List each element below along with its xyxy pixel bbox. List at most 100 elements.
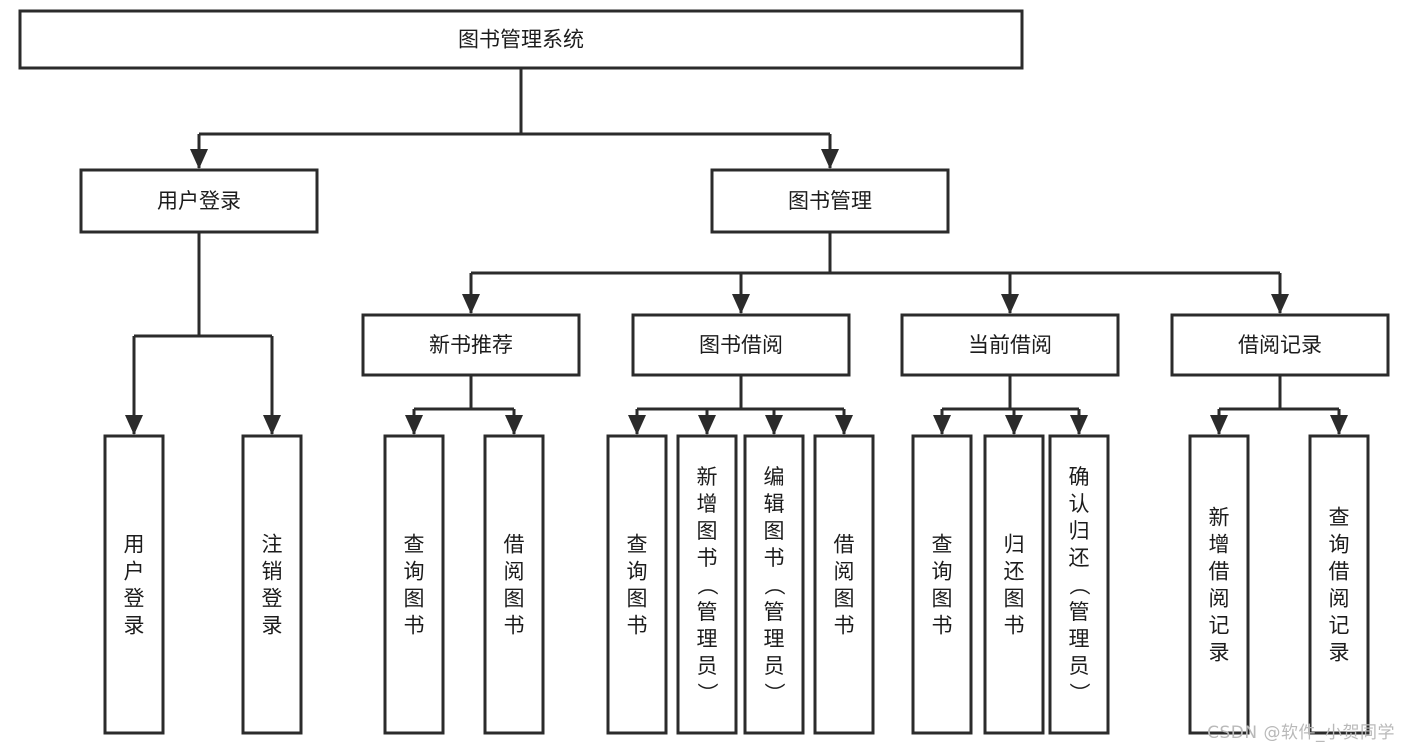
arrow-head xyxy=(1005,415,1023,435)
node-label-char: 阅 xyxy=(1209,587,1230,611)
arrow-head xyxy=(821,149,839,169)
node-label-char: 管 xyxy=(1069,600,1090,624)
node-rect[interactable] xyxy=(18,9,1024,70)
node-rect[interactable] xyxy=(103,434,165,735)
node-rect[interactable] xyxy=(1308,434,1370,735)
node-label-char: 辑 xyxy=(764,492,785,516)
node-level3-借阅记录[interactable]: 借阅记录 xyxy=(1170,313,1390,377)
node-level2-用户登录[interactable]: 用户登录 xyxy=(79,168,319,234)
node-label-char: 询 xyxy=(1329,533,1350,557)
node-label-char: 查 xyxy=(404,533,425,557)
node-label-char: 记 xyxy=(1329,614,1350,638)
node-label: 新书推荐 xyxy=(429,333,513,357)
arrow-head xyxy=(765,415,783,435)
node-rect[interactable] xyxy=(1170,313,1390,377)
arrow-head xyxy=(405,415,423,435)
node-label-char: 借 xyxy=(834,533,855,557)
arrow-head xyxy=(1001,294,1019,314)
node-label-char: 借 xyxy=(1209,560,1230,584)
node-label-char: 图 xyxy=(504,587,525,611)
node-label-char: 登 xyxy=(124,587,145,611)
node-label: 当前借阅 xyxy=(968,333,1052,357)
arrow-head xyxy=(505,415,523,435)
node-label-char: 借 xyxy=(504,533,525,557)
node-label-char: 理 xyxy=(1069,627,1090,651)
node-label-char: ） xyxy=(1067,683,1091,704)
node-label-char: 书 xyxy=(764,546,785,570)
node-level3-图书借阅[interactable]: 图书借阅 xyxy=(631,313,851,377)
node-rect[interactable] xyxy=(606,434,668,735)
arrow-head xyxy=(1330,415,1348,435)
node-label-char: 管 xyxy=(764,600,785,624)
node-label-char: （ xyxy=(695,575,719,596)
node-rect[interactable] xyxy=(241,434,303,735)
arrow-head xyxy=(190,149,208,169)
node-label-char: 查 xyxy=(932,533,953,557)
node-rect[interactable] xyxy=(900,313,1120,377)
node-label-char: 图 xyxy=(627,587,648,611)
node-label-char: 书 xyxy=(504,614,525,638)
arrow-head xyxy=(628,415,646,435)
node-rect[interactable] xyxy=(361,313,581,377)
node-label-char: 管 xyxy=(697,600,718,624)
node-rect[interactable] xyxy=(743,434,805,735)
node-label-char: 确 xyxy=(1069,465,1090,489)
connectors-layer xyxy=(125,68,1348,435)
node-label-char: 书 xyxy=(404,614,425,638)
node-label-char: 编 xyxy=(764,465,785,489)
node-rect[interactable] xyxy=(813,434,875,735)
node-leaf-用户登录[interactable]: 用户登录 xyxy=(103,434,165,735)
node-rect[interactable] xyxy=(676,434,738,735)
node-label-char: 询 xyxy=(627,560,648,584)
node-root-图书管理系统[interactable]: 图书管理系统 xyxy=(18,9,1024,70)
node-rect[interactable] xyxy=(383,434,445,735)
node-label-char: 理 xyxy=(764,627,785,651)
node-label-char: 图 xyxy=(697,519,718,543)
watermark-text: CSDN @软件_小贺同学 xyxy=(1207,723,1395,743)
node-label-char: 录 xyxy=(262,614,283,638)
node-label-char: 询 xyxy=(404,560,425,584)
node-level2-图书管理[interactable]: 图书管理 xyxy=(710,168,950,234)
node-label-char: 销 xyxy=(262,560,283,584)
node-label-char: 阅 xyxy=(1329,587,1350,611)
node-rect[interactable] xyxy=(483,434,545,735)
node-rect[interactable] xyxy=(983,434,1045,735)
node-label-char: ） xyxy=(695,683,719,704)
node-rect[interactable] xyxy=(911,434,973,735)
node-rect[interactable] xyxy=(631,313,851,377)
node-label: 图书借阅 xyxy=(699,333,783,357)
node-rect[interactable] xyxy=(79,168,319,234)
node-label-char: 新 xyxy=(697,465,718,489)
node-level3-新书推荐[interactable]: 新书推荐 xyxy=(361,313,581,377)
node-rect[interactable] xyxy=(1048,434,1110,735)
node-rect[interactable] xyxy=(1188,434,1250,735)
node-label-char: 书 xyxy=(834,614,855,638)
node-label-char: 录 xyxy=(1329,641,1350,665)
arrow-head xyxy=(732,294,750,314)
nodes-layer: 图书管理系统用户登录图书管理新书推荐图书借阅当前借阅借阅记录用户登录注销登录查询… xyxy=(18,9,1390,735)
node-level3-当前借阅[interactable]: 当前借阅 xyxy=(900,313,1120,377)
node-label-char: 图 xyxy=(834,587,855,611)
node-rect[interactable] xyxy=(710,168,950,234)
node-label-char: 增 xyxy=(1209,533,1230,557)
node-label-char: 户 xyxy=(124,560,145,584)
node-label-char: 员 xyxy=(1069,654,1090,678)
node-label-char: 录 xyxy=(124,614,145,638)
node-label-char: ） xyxy=(762,683,786,704)
node-label-char: 注 xyxy=(262,533,283,557)
node-label-char: 查 xyxy=(1329,506,1350,530)
